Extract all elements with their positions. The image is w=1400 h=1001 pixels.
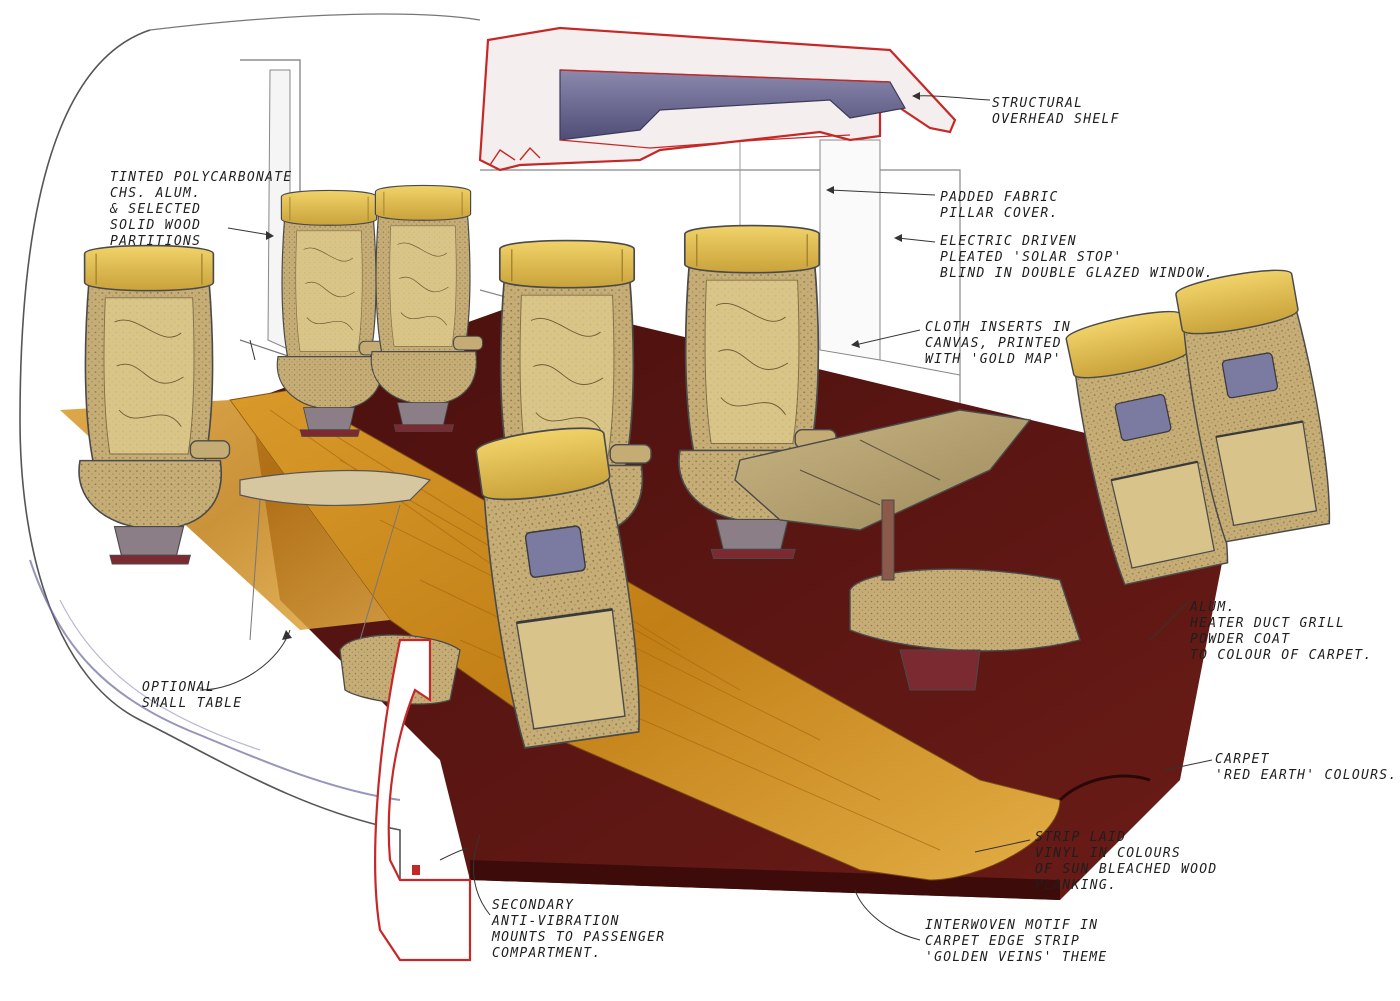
- annotation-heater-duct: ALUM. HEATER DUCT GRILL POWDER COAT TO C…: [1190, 600, 1373, 663]
- annotation-solar-blind: ELECTRIC DRIVEN PLEATED 'SOLAR STOP' BLI…: [940, 234, 1214, 281]
- annotation-motif: INTERWOVEN MOTIF IN CARPET EDGE STRIP 'G…: [925, 918, 1108, 965]
- annotation-anti-vibration: SECONDARY ANTI-VIBRATION MOUNTS TO PASSE…: [492, 898, 666, 961]
- annotation-vinyl-strip: STRIP LAID VINYL IN COLOURS OF SUN BLEAC…: [1035, 830, 1218, 893]
- annotation-partition: TINTED POLYCARBONATE CHS. ALUM. & SELECT…: [110, 170, 293, 249]
- annotation-pillar-cover: PADDED FABRIC PILLAR COVER.: [940, 190, 1059, 221]
- annotation-cloth-inserts: CLOTH INSERTS IN CANVAS, PRINTED WITH 'G…: [925, 320, 1072, 367]
- annotation-overhead-shelf: STRUCTURAL OVERHEAD SHELF: [992, 96, 1120, 127]
- annotation-carpet: CARPET 'RED EARTH' COLOURS.: [1215, 752, 1398, 783]
- annotation-small-table: OPTIONAL SMALL TABLE: [142, 680, 243, 711]
